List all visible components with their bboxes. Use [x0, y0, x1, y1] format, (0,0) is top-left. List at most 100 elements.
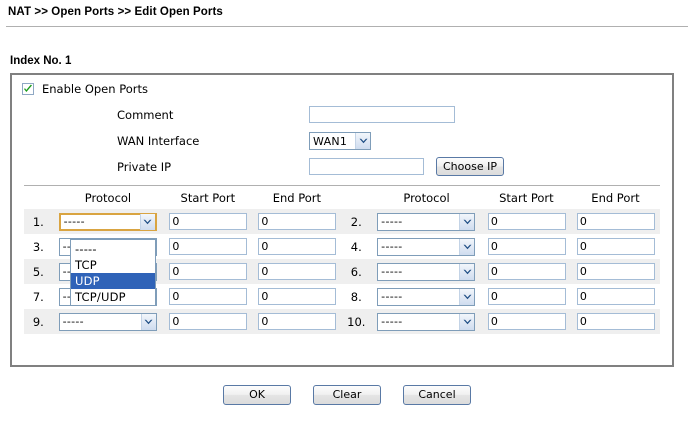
protocol-value-9: -----	[62, 315, 84, 328]
end-port-cell-2	[570, 209, 660, 234]
end-port-cell-10	[570, 309, 660, 334]
protocol-value-2: -----	[381, 215, 403, 228]
row-index-6: 6.	[341, 259, 372, 284]
protocol-dropdown-list[interactable]: ----- TCP UDP TCP/UDP	[70, 239, 156, 306]
chevron-down-icon[interactable]	[459, 213, 475, 230]
end-port-input-3[interactable]	[258, 238, 337, 255]
chevron-down-icon[interactable]	[459, 313, 475, 330]
dropdown-option-none[interactable]: -----	[75, 242, 97, 256]
protocol-value-4: -----	[381, 240, 403, 253]
start-port-cell-1	[163, 209, 253, 234]
comment-label: Comment	[117, 108, 174, 122]
start-port-input-5[interactable]	[169, 263, 248, 280]
dropdown-option-udp[interactable]: UDP	[71, 273, 155, 289]
protocol-cell-9: -----	[52, 309, 164, 334]
protocol-cell-4: -----	[371, 234, 482, 259]
comment-row: Comment	[12, 105, 672, 125]
chevron-down-icon[interactable]	[459, 238, 475, 255]
end-port-input-1[interactable]	[258, 213, 337, 230]
start-port-input-10[interactable]	[487, 313, 566, 330]
header-spacer-right	[341, 186, 372, 209]
private-ip-input[interactable]	[309, 158, 424, 175]
chevron-down-icon[interactable]	[140, 313, 156, 330]
header-start-port-left: Start Port	[163, 186, 253, 209]
end-port-cell-8	[571, 284, 660, 309]
end-port-input-10[interactable]	[576, 313, 655, 330]
chevron-down-icon[interactable]	[459, 263, 475, 280]
end-port-cell-7	[252, 284, 341, 309]
start-port-input-2[interactable]	[487, 213, 566, 230]
chevron-down-icon[interactable]	[139, 213, 155, 230]
ok-button[interactable]: OK	[223, 385, 291, 405]
protocol-cell-8: -----	[371, 284, 482, 309]
comment-input[interactable]	[309, 106, 455, 123]
end-port-input-7[interactable]	[258, 288, 337, 305]
protocol-select-10[interactable]: -----	[377, 312, 476, 331]
start-port-cell-9	[163, 309, 253, 334]
row-index-8: 8.	[350, 289, 362, 304]
clear-button[interactable]: Clear	[313, 385, 381, 405]
protocol-select-8[interactable]: -----	[377, 287, 476, 306]
table-header-row: Protocol Start Port End Port Protocol St…	[24, 186, 660, 209]
enable-open-ports-label: Enable Open Ports	[42, 82, 148, 96]
end-port-cell-3	[252, 234, 341, 259]
start-port-cell-4	[482, 234, 571, 259]
private-ip-label: Private IP	[117, 160, 172, 174]
protocol-cell-6: -----	[371, 259, 482, 284]
start-port-cell-10	[481, 309, 571, 334]
start-port-input-4[interactable]	[487, 238, 566, 255]
cancel-button[interactable]: Cancel	[403, 385, 471, 405]
end-port-input-9[interactable]	[258, 313, 337, 330]
row-index-5: 5.	[24, 259, 53, 284]
breadcrumb-divider	[6, 26, 688, 27]
choose-ip-button[interactable]: Choose IP	[436, 157, 504, 176]
start-port-input-3[interactable]	[169, 238, 248, 255]
end-port-input-2[interactable]	[576, 213, 655, 230]
breadcrumb: NAT >> Open Ports >> Edit Open Ports	[8, 6, 223, 18]
protocol-value-8: -----	[381, 290, 403, 303]
wan-interface-label: WAN Interface	[117, 134, 200, 148]
end-port-cell-5	[252, 259, 342, 284]
row-index-3: 3.	[32, 239, 44, 254]
start-port-cell-6	[481, 259, 571, 284]
row-index-2: 2.	[341, 209, 372, 234]
start-port-input-6[interactable]	[487, 263, 566, 280]
end-port-input-6[interactable]	[576, 263, 655, 280]
end-port-cell-9	[252, 309, 342, 334]
row-index-10: 10.	[341, 309, 372, 334]
protocol-select-6[interactable]: -----	[377, 262, 476, 281]
protocol-select-2[interactable]: -----	[377, 212, 476, 231]
start-port-input-8[interactable]	[487, 288, 566, 305]
start-port-input-7[interactable]	[169, 288, 248, 305]
start-port-input-9[interactable]	[169, 313, 248, 330]
chevron-down-icon[interactable]	[459, 288, 475, 305]
wan-interface-row: WAN Interface WAN1	[12, 131, 672, 151]
enable-open-ports-row[interactable]: Enable Open Ports	[22, 82, 148, 96]
start-port-cell-3	[163, 234, 252, 259]
end-port-cell-4	[571, 234, 660, 259]
start-port-cell-5	[163, 259, 253, 284]
enable-open-ports-checkbox[interactable]	[22, 83, 34, 95]
dropdown-option-tcp[interactable]: TCP	[75, 258, 97, 272]
end-port-input-5[interactable]	[258, 263, 337, 280]
start-port-cell-2	[481, 209, 571, 234]
wan-interface-select[interactable]: WAN1	[309, 132, 371, 150]
start-port-input-1[interactable]	[169, 213, 248, 230]
protocol-select-9[interactable]: -----	[58, 312, 157, 331]
protocol-select-1[interactable]: -----	[58, 212, 157, 231]
row-index-9: 9.	[24, 309, 53, 334]
header-protocol-right: Protocol	[371, 186, 482, 209]
chevron-down-icon[interactable]	[355, 133, 370, 149]
start-port-cell-8	[482, 284, 571, 309]
end-port-input-4[interactable]	[576, 238, 655, 255]
dropdown-option-tcp-udp[interactable]: TCP/UDP	[75, 290, 126, 304]
end-port-input-8[interactable]	[576, 288, 655, 305]
header-end-port-right: End Port	[570, 186, 660, 209]
header-protocol-left: Protocol	[52, 186, 164, 209]
row-index-4: 4.	[350, 239, 362, 254]
table-row: 1. -----	[24, 209, 660, 234]
protocol-select-4[interactable]: -----	[377, 237, 476, 256]
protocol-value-1: -----	[63, 215, 85, 228]
protocol-value-10: -----	[381, 315, 403, 328]
private-ip-row: Private IP Choose IP	[12, 157, 672, 177]
